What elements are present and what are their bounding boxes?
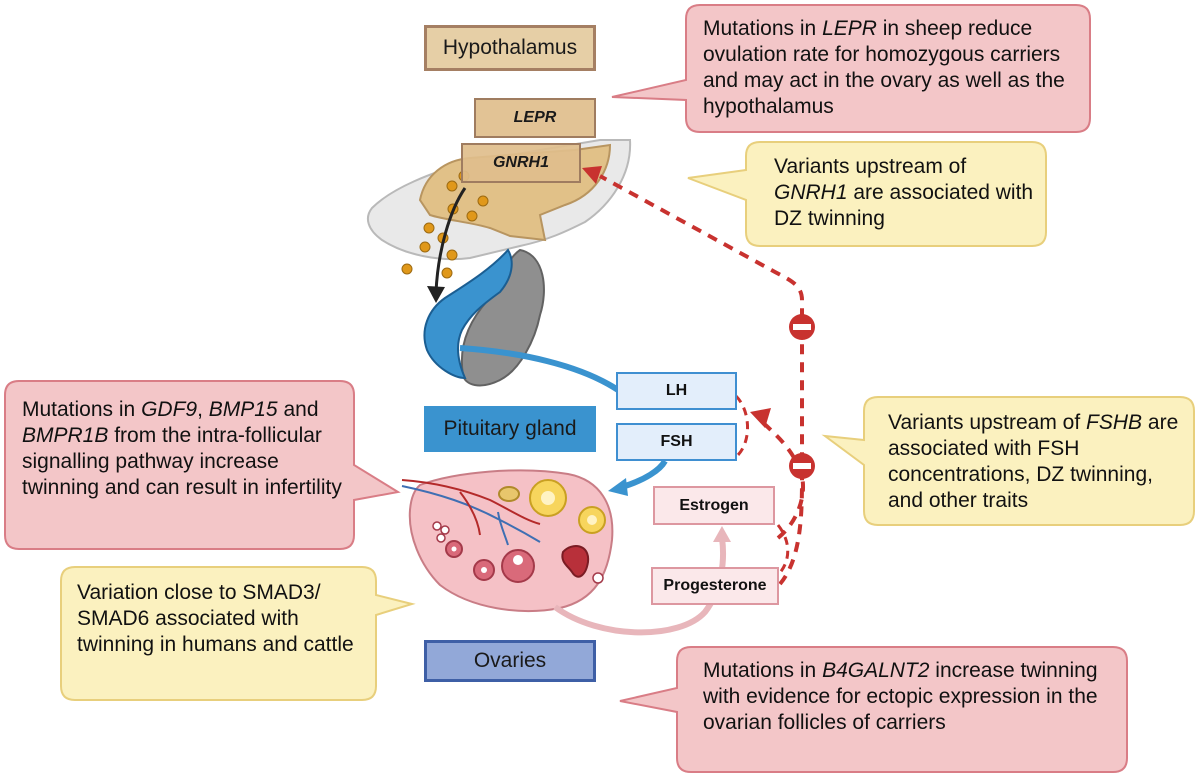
callout-gnrh1-text: Variants upstream of GNRH1 are associate… <box>774 155 1034 230</box>
callout-gnrh1-bubble <box>687 141 1047 247</box>
callout-b4galnt2-bubble <box>619 646 1128 773</box>
callout-gdf9-bubble <box>4 380 401 550</box>
hypothalamus-label: Hypothalamus <box>424 25 596 71</box>
feedback-pituitary-arrowhead <box>750 408 771 428</box>
lepr-gene-name: LEPR <box>822 17 877 40</box>
b4galnt2-gene-name: B4GALNT2 <box>822 659 930 682</box>
follicles <box>432 521 604 584</box>
secretion-arrowhead <box>427 286 445 303</box>
gnrh1-gene-box: GNRH1 <box>461 143 581 183</box>
feedback-to-gnrh1 <box>599 174 804 586</box>
callout-fshb-text: Variants upstream of FSHB are associated… <box>888 411 1179 512</box>
bmp15-gene-name: BMP15 <box>208 398 278 421</box>
callout-gdf9-text: Mutations in GDF9, BMP15 and BMPR1B from… <box>22 398 342 499</box>
estrogen-box: Estrogen <box>653 486 775 525</box>
steroid-to-hormone-dash <box>734 394 750 457</box>
secretion-arrow <box>434 187 467 293</box>
ovary-to-estrogen-arrowhead <box>713 526 731 542</box>
ovary-to-estrogen-arc <box>553 537 727 636</box>
pituitary-to-lh-connector <box>459 345 620 393</box>
inhibition-icon <box>789 314 815 340</box>
gnrh1-gene-name: GNRH1 <box>774 181 848 204</box>
fsh-to-ovary-arrowhead <box>608 478 628 496</box>
corpora-lutea <box>498 479 606 534</box>
lh-hormone-box: LH <box>616 372 737 410</box>
progesterone-box: Progesterone <box>651 567 779 605</box>
fsh-to-ovary-connector <box>621 459 668 490</box>
progesterone-dash <box>776 524 790 577</box>
fshb-gene-name: FSHB <box>1086 411 1143 434</box>
callout-lepr-bubble <box>611 4 1091 133</box>
feedback-gnrh1-arrowhead <box>582 166 602 184</box>
lepr-gene-box: LEPR <box>474 98 596 138</box>
callout-lepr-text: Mutations in LEPR in sheep reduce ovulat… <box>703 17 1065 118</box>
ovaries-label: Ovaries <box>424 640 596 682</box>
pituitary-gland-label: Pituitary gland <box>424 406 596 452</box>
pituitary-anterior-lobe <box>423 248 513 380</box>
inhibition-icon <box>789 453 815 479</box>
ovary-vessels <box>401 479 541 546</box>
callout-b4galnt2-text: Mutations in B4GALNT2 increase twinning … <box>703 659 1098 734</box>
callout-smad-bubble <box>60 566 416 701</box>
callout-fshb-bubble <box>821 396 1195 526</box>
callout-smad-text: Variation close to SMAD3/ SMAD6 associat… <box>77 581 354 656</box>
fsh-hormone-box: FSH <box>616 423 737 461</box>
gdf9-gene-name: GDF9 <box>141 398 198 421</box>
bmpr1b-gene-name: BMPR1B <box>22 424 109 447</box>
